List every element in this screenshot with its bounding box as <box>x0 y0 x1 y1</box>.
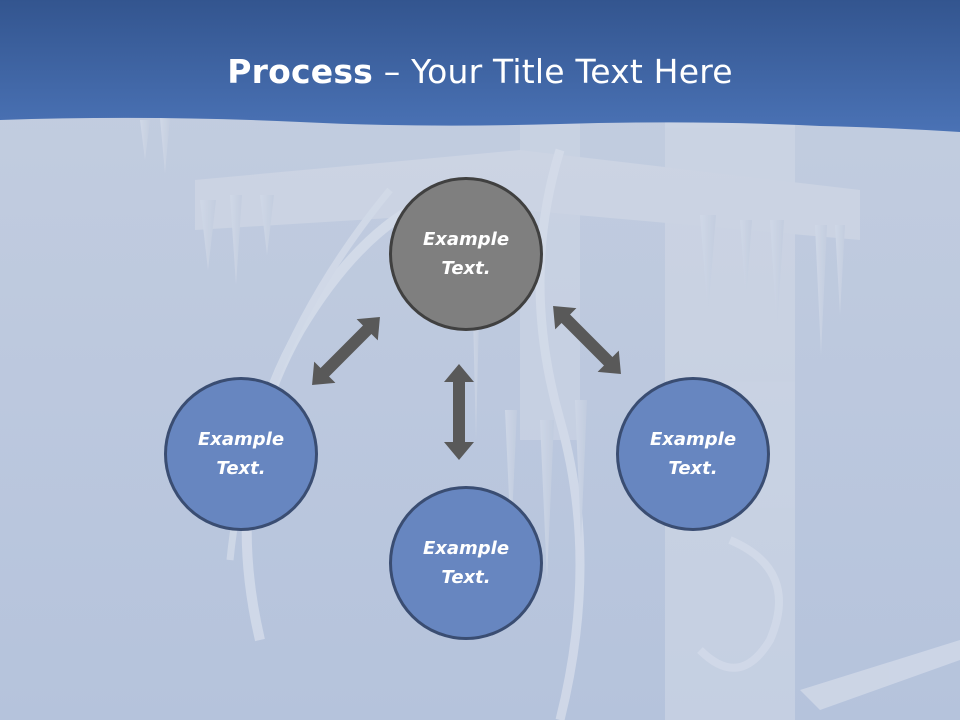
slide-title: Process – Your Title Text Here <box>0 52 960 91</box>
process-node-top: Example Text. <box>389 177 543 331</box>
process-node-bottom: Example Text. <box>389 486 543 640</box>
title-bold: Process <box>227 52 374 91</box>
double-arrow-top-right <box>542 295 632 385</box>
process-node-right: Example Text. <box>616 377 770 531</box>
double-arrow-top-bottom <box>444 364 474 460</box>
double-arrow-top-left <box>301 306 391 396</box>
node-left-label: Example Text. <box>197 429 285 479</box>
node-top-label: Example Text. <box>422 229 510 279</box>
node-bottom-label: Example Text. <box>422 538 510 588</box>
process-node-left: Example Text. <box>164 377 318 531</box>
node-right-label: Example Text. <box>649 429 737 479</box>
title-rest: – Your Title Text Here <box>373 52 733 91</box>
